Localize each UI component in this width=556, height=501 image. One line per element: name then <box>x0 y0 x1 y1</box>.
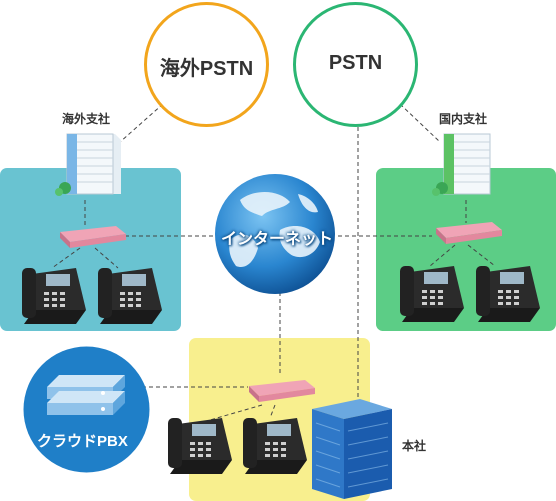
pstn-label: PSTN <box>328 52 383 74</box>
hq-phone-2-icon <box>243 418 307 474</box>
line-domestic-router-phone1 <box>429 244 456 267</box>
line-overseas-router-phone1 <box>51 247 81 269</box>
hq-router-icon <box>249 380 315 402</box>
overseas-server-icon <box>55 133 121 196</box>
pstn-circle <box>293 2 418 127</box>
overseas-phone-1-icon <box>22 268 86 324</box>
overseas-pstn-label: 海外PSTN <box>159 58 254 80</box>
headquarters-label: 本社 <box>402 439 427 453</box>
overseas-pstn-circle <box>144 2 269 127</box>
line-hq-router-phone1 <box>209 404 263 421</box>
line-overseas-pstn-to-server <box>119 103 164 143</box>
hq-phone-1-icon <box>168 418 232 474</box>
line-hq-router-phone2 <box>269 404 276 419</box>
cloud-pbx-circle <box>23 346 150 473</box>
domestic-server-icon <box>432 133 491 196</box>
line-pstn-to-domestic-server <box>399 103 441 143</box>
overseas-phone-2-icon <box>98 268 162 324</box>
domestic-branch-label: 国内支社 <box>439 112 488 126</box>
line-domestic-router-phone2 <box>467 244 496 267</box>
domestic-phone-1-icon <box>400 266 464 322</box>
overseas-branch-label: 海外支社 <box>62 112 111 126</box>
domestic-router-icon <box>436 222 502 244</box>
hq-building-icon <box>312 399 392 499</box>
line-overseas-router-phone2 <box>94 247 119 269</box>
overseas-router-icon <box>60 226 126 248</box>
domestic-phone-2-icon <box>476 266 540 322</box>
internet-label: インターネット <box>221 231 334 248</box>
internet-globe-icon <box>215 174 335 294</box>
cloud-pbx-label: クラウドPBX <box>37 433 128 450</box>
